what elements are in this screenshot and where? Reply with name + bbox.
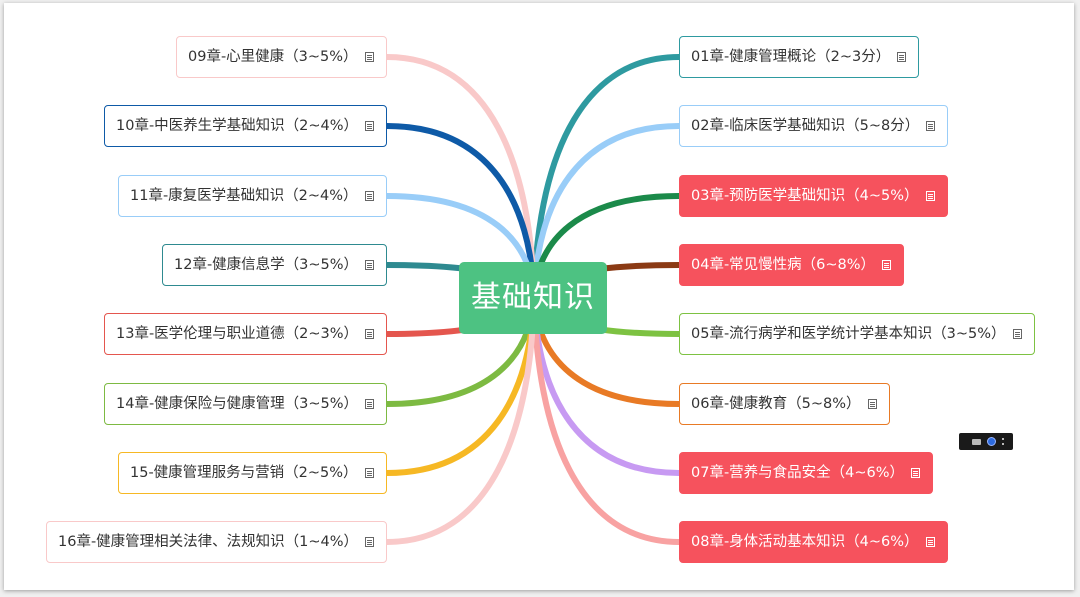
note-icon[interactable] <box>882 260 892 270</box>
note-icon[interactable] <box>365 121 375 131</box>
connector-09 <box>384 54 537 300</box>
note-icon[interactable] <box>1012 329 1022 339</box>
topic-node-05[interactable]: 05章-流行病学和医学统计学基本知识（3~5%） <box>679 313 1035 355</box>
note-icon[interactable] <box>365 537 375 547</box>
help-icon[interactable] <box>987 437 996 446</box>
topic-label: 02章-临床医学基础知识（5~8分） <box>691 118 920 134</box>
topic-label: 07章-营养与食品安全（4~6%） <box>691 465 905 481</box>
note-icon[interactable] <box>365 329 375 339</box>
connector-01 <box>531 54 682 300</box>
note-icon[interactable] <box>925 537 935 547</box>
note-icon[interactable] <box>364 191 374 201</box>
topic-node-04[interactable]: 04章-常见慢性病（6~8%） <box>679 244 905 286</box>
topic-node-01[interactable]: 01章-健康管理概论（2~3分） <box>679 36 920 78</box>
topic-node-08[interactable]: 08章-身体活动基本知识（4~6%） <box>679 521 948 563</box>
topic-label: 06章-健康教育（5~8%） <box>691 396 861 412</box>
floating-mini-toolbar[interactable] <box>959 433 1013 450</box>
topic-label: 10章-中医养生学基础知识（2~4%） <box>116 118 359 134</box>
central-topic[interactable]: 基础知识 <box>459 262 607 334</box>
topic-label: 13章-医学伦理与职业道德（2~3%） <box>116 326 359 342</box>
topic-node-14[interactable]: 14章-健康保险与健康管理（3~5%） <box>104 383 388 425</box>
note-icon[interactable] <box>911 468 921 478</box>
topic-node-07[interactable]: 07章-营养与食品安全（4~6%） <box>679 452 934 494</box>
note-icon[interactable] <box>926 121 936 131</box>
topic-label: 01章-健康管理概论（2~3分） <box>691 49 891 65</box>
topic-label: 16章-健康管理相关法律、法规知识（1~4%） <box>58 534 359 550</box>
topic-node-15[interactable]: 15-健康管理服务与营销（2~5%） <box>118 452 387 494</box>
topic-node-11[interactable]: 11章-康复医学基础知识（2~4%） <box>118 175 387 217</box>
topic-node-09[interactable]: 09章-心里健康（3~5%） <box>176 36 387 78</box>
topic-label: 04章-常见慢性病（6~8%） <box>691 257 876 273</box>
connector-16 <box>384 294 537 545</box>
topic-label: 11章-康复医学基础知识（2~4%） <box>130 188 358 204</box>
keyboard-icon[interactable] <box>972 439 981 445</box>
note-icon[interactable] <box>925 191 935 201</box>
topic-node-10[interactable]: 10章-中医养生学基础知识（2~4%） <box>104 105 388 147</box>
topic-label: 14章-健康保险与健康管理（3~5%） <box>116 396 359 412</box>
topic-label: 12章-健康信息学（3~5%） <box>174 257 359 273</box>
topic-label: 03章-预防医学基础知识（4~5%） <box>691 188 919 204</box>
topic-label: 08章-身体活动基本知识（4~6%） <box>691 534 919 550</box>
note-icon[interactable] <box>897 52 907 62</box>
note-icon[interactable] <box>867 399 877 409</box>
connector-08 <box>531 294 682 545</box>
topic-label: 05章-流行病学和医学统计学基本知识（3~5%） <box>691 326 1006 342</box>
note-icon[interactable] <box>365 399 375 409</box>
topic-node-02[interactable]: 02章-临床医学基础知识（5~8分） <box>679 105 949 147</box>
topic-node-03[interactable]: 03章-预防医学基础知识（4~5%） <box>679 175 948 217</box>
topic-node-06[interactable]: 06章-健康教育（5~8%） <box>679 383 890 425</box>
topic-node-16[interactable]: 16章-健康管理相关法律、法规知识（1~4%） <box>46 521 388 563</box>
topic-label: 15-健康管理服务与营销（2~5%） <box>130 465 358 481</box>
note-icon[interactable] <box>364 52 374 62</box>
note-icon[interactable] <box>365 260 375 270</box>
mind-map-canvas: 01章-健康管理概论（2~3分） 02章-临床医学基础知识（5~8分） 03章-预防… <box>4 3 1074 590</box>
topic-node-13[interactable]: 13章-医学伦理与职业道德（2~3%） <box>104 313 388 355</box>
topic-label: 09章-心里健康（3~5%） <box>188 49 358 65</box>
note-icon[interactable] <box>364 468 374 478</box>
more-options-icon[interactable] <box>1002 438 1004 440</box>
topic-node-12[interactable]: 12章-健康信息学（3~5%） <box>162 244 388 286</box>
